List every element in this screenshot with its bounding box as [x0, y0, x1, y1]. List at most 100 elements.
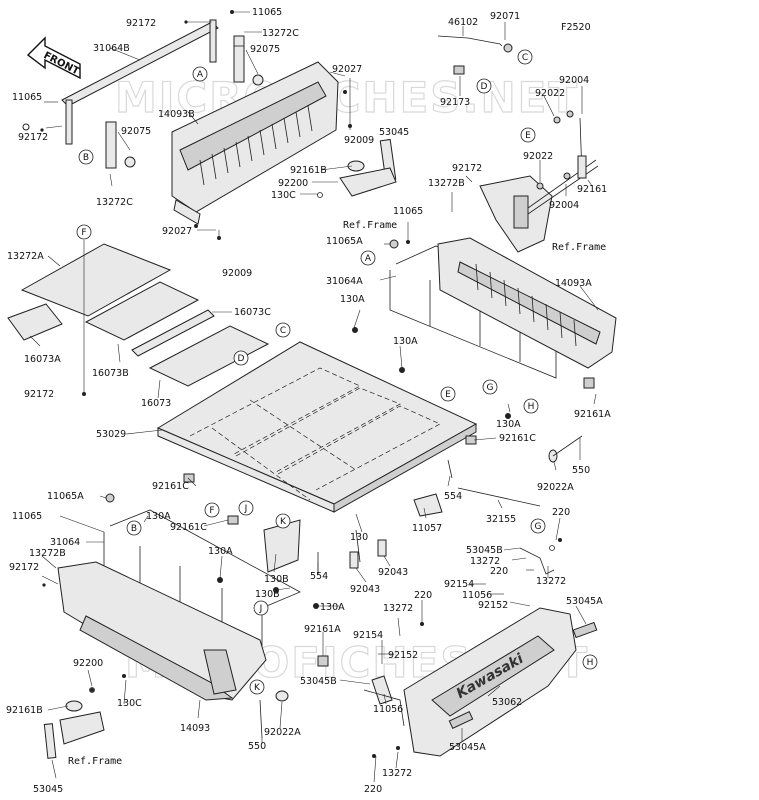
rod-32155[interactable] — [457, 487, 541, 507]
label-92172-top: 92172 — [126, 18, 156, 29]
mat-16073B[interactable] — [84, 281, 200, 341]
callout-b-2 — [126, 520, 142, 536]
strip-16073C[interactable] — [131, 309, 215, 357]
label-92022A-bottom: 92022A — [264, 727, 301, 738]
label-130C-left: 130C — [117, 698, 142, 709]
pin-550-bottom[interactable] — [259, 699, 263, 739]
label-92009-top: 92009 — [344, 135, 374, 146]
latch-53045-top[interactable] — [317, 138, 397, 198]
label-92161C-3: 92161C — [499, 433, 536, 444]
mat-13272A[interactable] — [20, 243, 172, 317]
svg-text:C: C — [522, 53, 528, 63]
front-arrow: FRONT — [26, 36, 81, 80]
cap-11065A-left[interactable] — [105, 493, 115, 503]
label-92172-floor: 92172 — [24, 389, 54, 400]
bracket-11057[interactable] — [413, 493, 443, 517]
label-92161A-mid: 92161A — [304, 624, 341, 635]
nut-92004-bot[interactable] — [563, 172, 571, 180]
label-53062: 53062 — [492, 697, 522, 708]
cap-11065A-mid[interactable] — [389, 239, 399, 249]
label-92071: 92071 — [490, 11, 520, 22]
washer-92022-top[interactable] — [553, 116, 561, 124]
label-220-1: 220 — [552, 507, 570, 518]
label-92009-bot: 92009 — [222, 268, 252, 279]
label-550-bottom: 550 — [248, 741, 266, 752]
bracket-13272C-top[interactable] — [233, 35, 245, 83]
svg-text:J: J — [259, 604, 263, 614]
side-panel-14093[interactable] — [57, 561, 267, 701]
label-16073A: 16073A — [24, 354, 61, 365]
label-11065A-left: 11065A — [47, 491, 84, 502]
ref-frame-label-2: Ref.Frame — [552, 242, 606, 253]
pin-92161[interactable] — [577, 117, 587, 179]
label-92152-r: 92152 — [478, 600, 508, 611]
mat-16073[interactable] — [148, 325, 270, 387]
watermark-top: MICROFICHES.NET — [115, 73, 579, 122]
knob-92173[interactable] — [453, 65, 465, 75]
fasteners — [22, 10, 562, 758]
washer-92022-mid[interactable] — [536, 182, 544, 190]
label-53045A-bottom: 53045A — [449, 742, 486, 753]
label-31064A: 31064A — [326, 276, 363, 287]
label-92200-left: 92200 — [73, 658, 103, 669]
washer-92022A-bottom[interactable] — [275, 690, 289, 702]
svg-text:C: C — [280, 326, 286, 336]
side-panel-14093A[interactable] — [437, 237, 617, 369]
pin-92161A-mid[interactable] — [317, 655, 329, 667]
label-11056-r: 11056 — [462, 590, 492, 601]
pin-550-right[interactable] — [552, 435, 583, 457]
spacer-92043-2[interactable] — [377, 539, 387, 557]
pin-92161A-right[interactable] — [583, 377, 595, 389]
label-92161C-2: 92161C — [170, 522, 207, 533]
label-130-mid: 130 — [350, 532, 368, 543]
bracket-13272C-left[interactable] — [105, 121, 117, 169]
label-92043-1: 92043 — [378, 567, 408, 578]
callout-d-2 — [233, 350, 249, 366]
side-panel-14093B[interactable] — [171, 61, 339, 225]
label-31064B: 31064B — [93, 43, 130, 54]
label-13272C-top: 13272C — [262, 28, 299, 39]
label-92075-top: 92075 — [250, 44, 280, 55]
callout-d-1 — [476, 78, 492, 94]
label-92200-top: 92200 — [278, 178, 308, 189]
label-220-c: 220 — [414, 590, 432, 601]
latch-53045B-right[interactable] — [519, 545, 555, 575]
svg-text:D: D — [481, 82, 488, 92]
handle-53045A-bottom[interactable] — [448, 711, 474, 729]
svg-text:B: B — [131, 524, 137, 534]
pin-554-right[interactable] — [447, 459, 453, 479]
grommet-92075-top[interactable] — [252, 74, 264, 86]
callout-j-2 — [253, 600, 269, 616]
mat-16073A[interactable] — [7, 303, 63, 341]
label-32155: 32155 — [486, 514, 516, 525]
latch-53045B-center[interactable] — [363, 675, 405, 727]
tailgate-53062[interactable]: Kawasaki — [403, 607, 577, 757]
callout-e-1 — [520, 127, 536, 143]
label-130B-2: 130B — [255, 589, 280, 600]
label-13272B-left: 13272B — [29, 548, 66, 559]
svg-text:H: H — [587, 658, 594, 668]
nut-92004-top[interactable] — [566, 110, 574, 118]
rail-31064B[interactable] — [61, 19, 219, 145]
label-92004-top: 92004 — [559, 75, 589, 86]
label-11065-mid: 11065 — [393, 206, 423, 217]
label-92154-c: 92154 — [353, 630, 383, 641]
label-11056-c: 11056 — [373, 704, 403, 715]
bolt-130-mid[interactable] — [355, 529, 361, 563]
cable-46102[interactable] — [437, 35, 513, 53]
spacer-92043-1[interactable] — [349, 551, 359, 569]
callout-g-1 — [482, 379, 498, 395]
label-14093: 14093 — [180, 723, 210, 734]
label-92152-c: 92152 — [388, 650, 418, 661]
bed-floor-53029[interactable] — [156, 341, 478, 513]
handle-53045A-right[interactable] — [572, 621, 598, 639]
bumper-92161C-2[interactable] — [227, 515, 239, 525]
label-130B-1: 130B — [264, 574, 289, 585]
label-13272C-left: 13272C — [96, 197, 133, 208]
grommet-92075-left[interactable] — [124, 156, 136, 168]
latch-53045-bottom[interactable] — [43, 687, 105, 759]
label-13272-r3: 13272 — [536, 576, 566, 587]
callout-g-2 — [530, 518, 546, 534]
bumper-92161C-1[interactable] — [183, 473, 195, 483]
label-11065-left2: 11065 — [12, 511, 42, 522]
